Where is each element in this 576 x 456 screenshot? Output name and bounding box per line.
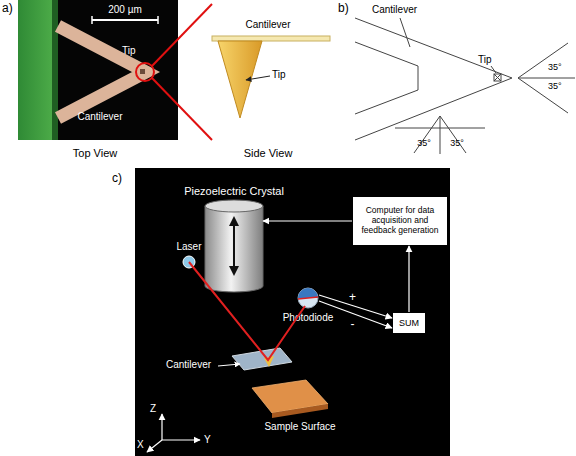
axis-z xyxy=(161,414,162,440)
chip-body xyxy=(18,0,56,140)
part-label: Tip xyxy=(122,46,136,56)
part-label: Cantilever xyxy=(77,112,122,122)
laser-beam xyxy=(189,262,305,360)
diode-half xyxy=(298,288,318,298)
signal-sign: - xyxy=(351,318,355,330)
part-label: Tip xyxy=(478,55,492,65)
angle-line xyxy=(440,116,466,153)
cantilever-cutout xyxy=(355,42,418,114)
cantilever-side xyxy=(212,36,330,41)
tip-square xyxy=(494,74,501,81)
diode-symbol xyxy=(297,287,319,309)
angle-label: 35° xyxy=(417,139,431,148)
axis-y xyxy=(162,439,200,440)
tip-side xyxy=(218,41,262,118)
node-label: Piezoelectric Crystal xyxy=(184,185,284,197)
computer-box: Computer for data acquisition and feedba… xyxy=(352,196,448,246)
cylinder-symbol xyxy=(205,200,263,292)
sample-edge xyxy=(272,404,328,418)
part-label: Cantilever xyxy=(372,5,417,15)
photodiode: Photodiode xyxy=(297,287,319,309)
motion-arrow xyxy=(233,224,235,268)
part-label: Sample Surface xyxy=(264,422,335,432)
angle-line xyxy=(518,78,568,113)
angle-label: 35° xyxy=(548,63,562,72)
panel-letter: b) xyxy=(338,2,349,14)
zoom-circle xyxy=(136,63,154,81)
signal-connector xyxy=(263,220,352,221)
cylinder-top xyxy=(205,200,263,212)
photo-background xyxy=(18,0,178,140)
tip-mark xyxy=(140,69,145,74)
scale-bar xyxy=(92,19,158,21)
cantilever-arms xyxy=(58,26,146,118)
part-label: Tip xyxy=(272,70,286,80)
cantilever-plate xyxy=(232,348,292,370)
chip-edge xyxy=(52,0,58,140)
scale-bar-tick xyxy=(157,16,159,24)
signal-sign: + xyxy=(349,291,356,303)
sum-box: SUM xyxy=(392,312,426,334)
tip-cross xyxy=(494,74,501,81)
angle-line xyxy=(518,43,568,78)
panel-letter: a) xyxy=(2,2,13,14)
tip-cross xyxy=(494,74,501,81)
part-label: Cantilever xyxy=(166,360,211,370)
laser-symbol xyxy=(182,255,196,269)
axis-label: Z xyxy=(150,404,156,414)
diode-split xyxy=(298,297,318,299)
signal-connector xyxy=(319,301,392,328)
leader-arrow xyxy=(218,364,240,366)
angle-label: 35° xyxy=(450,139,464,148)
signal-connector xyxy=(408,246,409,312)
laser-circle xyxy=(183,256,195,268)
scale-bar-tick xyxy=(91,16,93,24)
cylinder-body xyxy=(205,206,263,292)
angle-label: 35° xyxy=(548,82,562,91)
node-label: SUM xyxy=(399,318,419,328)
angle-line xyxy=(440,116,441,154)
axis-label: Y xyxy=(204,435,211,445)
arrow-head xyxy=(229,216,239,226)
zoom-line xyxy=(152,78,212,140)
panel-letter: c) xyxy=(112,172,122,184)
leader-line xyxy=(491,66,496,73)
angle-line xyxy=(414,116,440,153)
zoom-line xyxy=(152,4,212,66)
node-label: Laser xyxy=(176,241,201,252)
part-label: Cantilever xyxy=(245,20,290,30)
cantilever-tip xyxy=(264,356,274,367)
cantilever-outline xyxy=(355,18,512,140)
axis-x xyxy=(147,440,162,452)
leader-line xyxy=(400,18,410,47)
view-label: Side View xyxy=(244,148,293,159)
node-label: Photodiode xyxy=(283,312,334,323)
piezo-crystal: Piezoelectric Crystal xyxy=(205,200,263,292)
panel-background xyxy=(135,168,450,456)
diode-circle xyxy=(298,288,318,308)
arrow-head xyxy=(229,266,239,276)
leader-line xyxy=(246,76,270,80)
view-label: Top View xyxy=(73,148,117,159)
laser-source: Laser xyxy=(182,255,196,269)
axis-label: X xyxy=(137,440,144,450)
angle-line xyxy=(518,78,575,79)
scale-label: 200 µm xyxy=(108,5,142,15)
node-label: Computer for data acquisition and feedba… xyxy=(356,206,444,235)
